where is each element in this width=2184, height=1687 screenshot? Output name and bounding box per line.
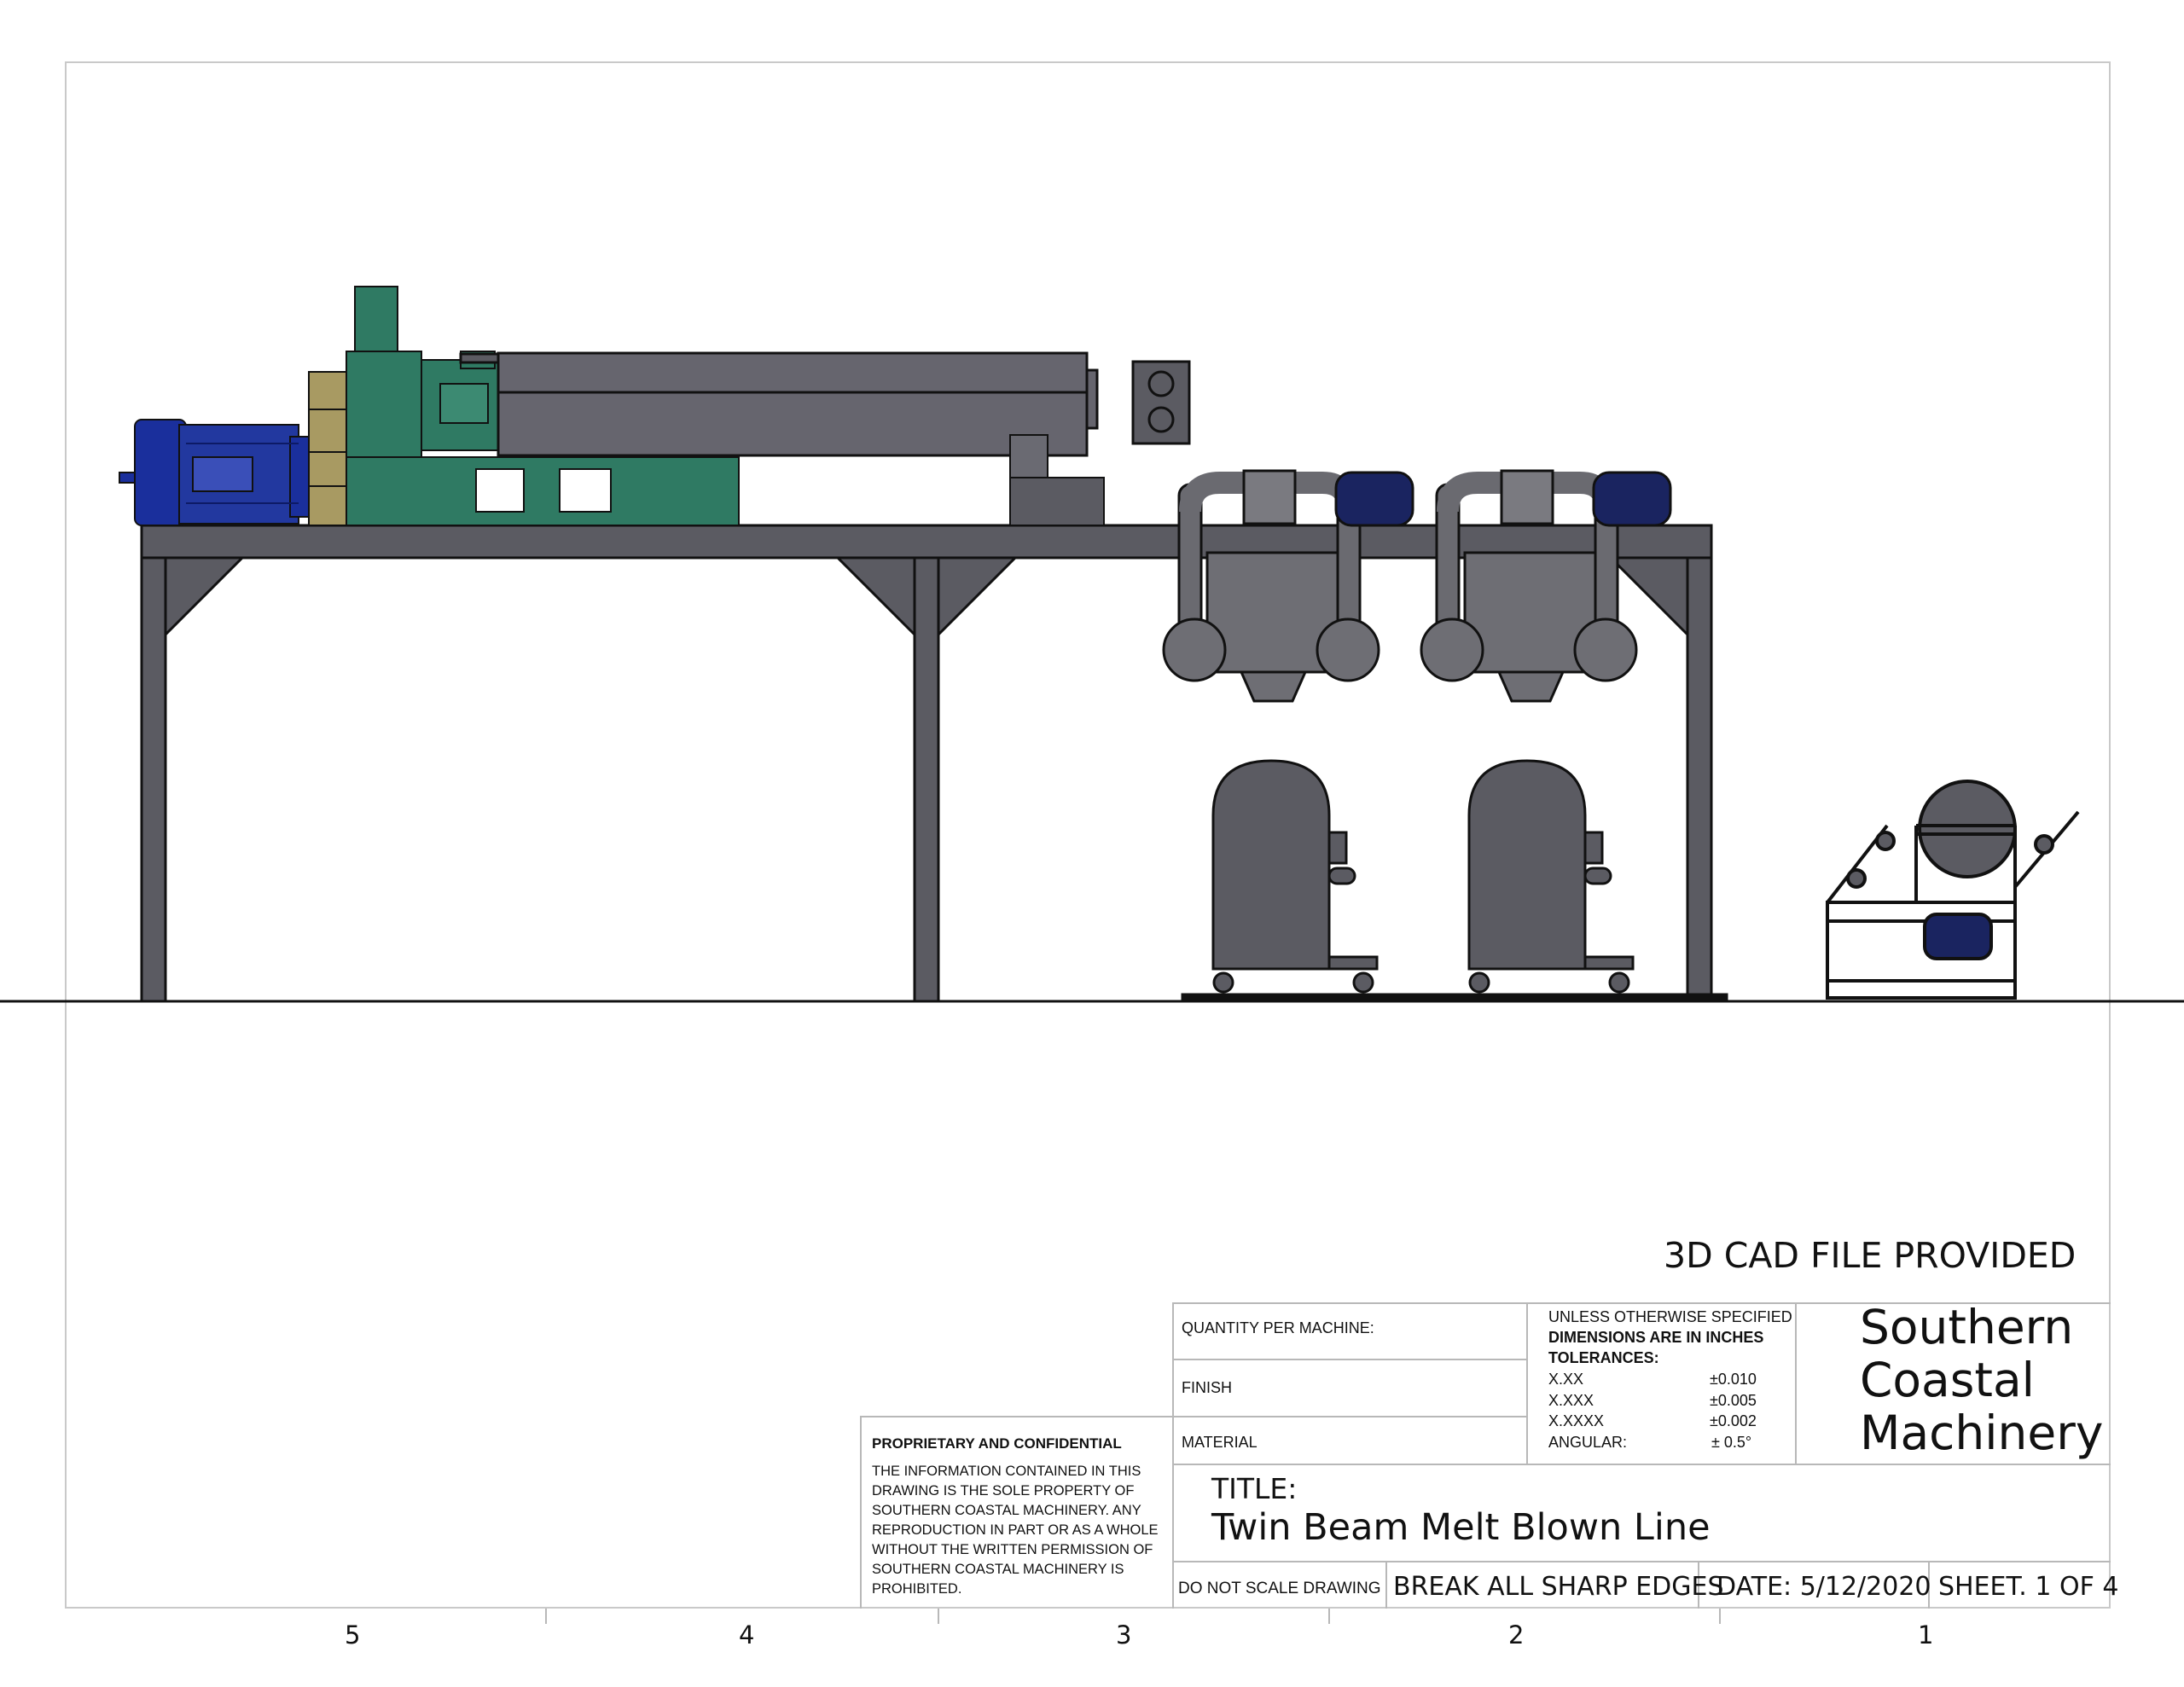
quantity-label: QUANTITY PER MACHINE: — [1182, 1319, 1374, 1336]
company-line: Southern — [1860, 1300, 2074, 1354]
title-label: TITLE: — [1211, 1472, 1298, 1505]
gauge-box — [1131, 360, 1191, 445]
tolerance-format: ANGULAR: — [1548, 1434, 1628, 1451]
collector-left — [1181, 759, 1728, 1001]
die-assembly-left — [1162, 469, 1414, 703]
tolerance-format: X.XXXX — [1548, 1412, 1605, 1429]
do-not-scale: DO NOT SCALE DRAWING — [1178, 1580, 1381, 1597]
drawing-title: Twin Beam Melt Blown Line — [1211, 1506, 1711, 1549]
unless-specified: UNLESS OTHERWISE SPECIFIED — [1548, 1308, 1792, 1325]
zone-label: 1 — [1918, 1620, 1934, 1649]
tolerance-format: X.XX — [1548, 1371, 1584, 1388]
extruder-barrel — [459, 351, 1099, 457]
tolerance-value: ±0.005 — [1710, 1392, 1757, 1409]
proprietary-line: REPRODUCTION IN PART OR AS A WHOLE — [872, 1522, 1159, 1538]
break-edges: BREAK ALL SHARP EDGES — [1393, 1572, 1724, 1602]
zone-label: 3 — [1116, 1620, 1132, 1649]
sheet-number: SHEET. 1 OF 4 — [1938, 1572, 2119, 1602]
pump-stand — [1009, 434, 1105, 526]
material-label: MATERIAL — [1182, 1434, 1258, 1451]
proprietary-line: SOUTHERN COASTAL MACHINERY IS — [872, 1562, 1124, 1577]
proprietary-line: DRAWING IS THE SOLE PROPERTY OF — [872, 1483, 1135, 1499]
zone-label: 5 — [345, 1620, 361, 1649]
tolerance-format: X.XXX — [1548, 1392, 1594, 1409]
tolerance-value: ±0.010 — [1710, 1371, 1757, 1388]
zone-label: 2 — [1508, 1620, 1525, 1649]
winder — [1826, 780, 2080, 1000]
proprietary-heading: PROPRIETARY AND CONFIDENTIAL — [872, 1435, 1122, 1452]
drawing-date: DATE: 5/12/2020 — [1716, 1572, 1931, 1602]
zone-label: 4 — [739, 1620, 755, 1649]
collector-right — [1467, 759, 1635, 994]
tolerances-label: TOLERANCES: — [1548, 1349, 1659, 1366]
proprietary-line: SOUTHERN COASTAL MACHINERY. ANY — [872, 1503, 1141, 1518]
finish-label: FINISH — [1182, 1379, 1233, 1396]
proprietary-line: PROHIBITED. — [872, 1581, 962, 1597]
tolerance-value: ± 0.5° — [1711, 1434, 1752, 1451]
company-line: Machinery — [1860, 1406, 2104, 1460]
dimensions-note: DIMENSIONS ARE IN INCHES — [1548, 1329, 1764, 1346]
proprietary-line: WITHOUT THE WRITTEN PERMISSION OF — [872, 1542, 1153, 1557]
tolerance-value: ±0.002 — [1710, 1412, 1757, 1429]
gearbox — [308, 371, 351, 526]
cad-note: 3D CAD FILE PROVIDED — [1664, 1235, 2077, 1276]
zone-ticks — [545, 1609, 1721, 1624]
die-assembly-right — [1420, 469, 1672, 703]
extruder — [346, 286, 740, 526]
company-line: Coastal — [1860, 1353, 2035, 1407]
sheet-border — [65, 61, 2111, 1609]
drive-motor — [119, 419, 311, 526]
proprietary-line: THE INFORMATION CONTAINED IN THIS — [872, 1464, 1141, 1479]
